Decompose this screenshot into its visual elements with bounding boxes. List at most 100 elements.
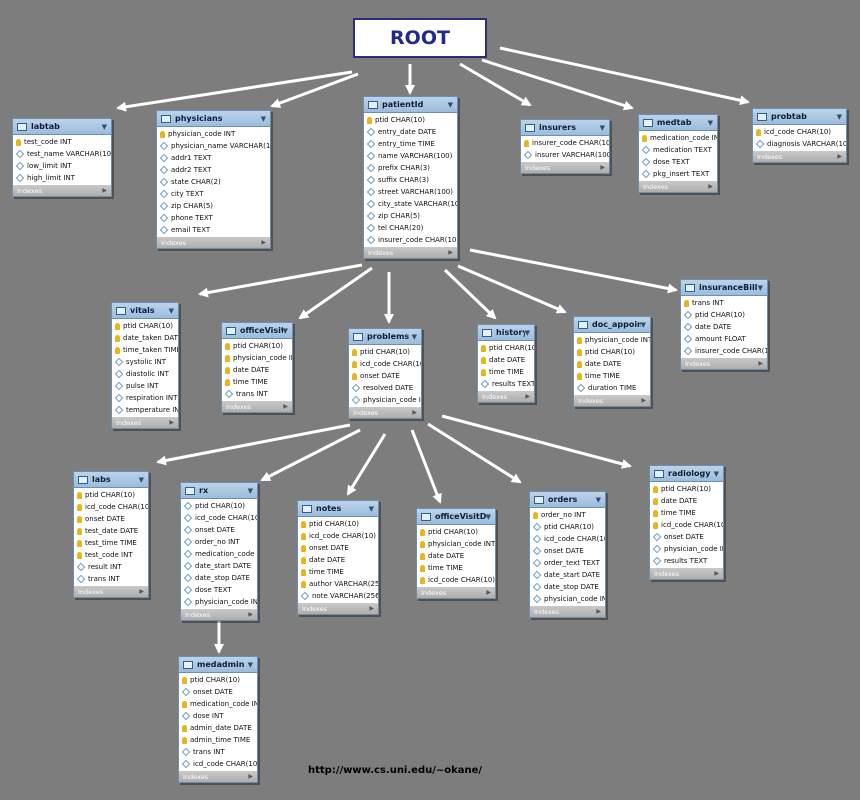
column-row[interactable]: ptid CHAR(10) (364, 114, 457, 126)
column-row[interactable]: time_taken TIME (112, 344, 178, 356)
indexes-footer[interactable]: Indexes▶ (639, 181, 717, 192)
expand-indexes-icon[interactable]: ▶ (283, 403, 288, 410)
column-row[interactable]: respiration INT (112, 392, 178, 404)
table-probtab[interactable]: probtab▼icd_code CHAR(10)diagnosis VARCH… (752, 108, 847, 163)
indexes-footer[interactable]: Indexes▶ (349, 407, 421, 418)
table-header[interactable]: physicians▼ (157, 111, 270, 127)
column-row[interactable]: physician_code INT (650, 543, 723, 555)
column-row[interactable]: note VARCHAR(256) (298, 590, 378, 602)
column-row[interactable]: trans INT (179, 746, 257, 758)
indexes-footer[interactable]: Indexes▶ (417, 587, 495, 598)
table-header[interactable]: doc_appoint▼ (574, 317, 650, 333)
column-row[interactable]: order_no INT (530, 509, 605, 521)
column-row[interactable]: time TIME (222, 376, 292, 388)
expand-indexes-icon[interactable]: ▶ (525, 393, 530, 400)
column-row[interactable]: medication_code INT (179, 698, 257, 710)
column-row[interactable]: systolic INT (112, 356, 178, 368)
table-insurers[interactable]: insurers▼insurer_code CHAR(10)insurer VA… (520, 119, 610, 174)
column-row[interactable]: onset DATE (530, 545, 605, 557)
column-row[interactable]: icd_code CHAR(10) (753, 126, 846, 138)
expand-arrow-icon[interactable]: ▼ (138, 475, 144, 484)
column-row[interactable]: insurer VARCHAR(100) (521, 149, 609, 161)
indexes-footer[interactable]: Indexes▶ (112, 417, 178, 428)
column-row[interactable]: date_start DATE (530, 569, 605, 581)
column-row[interactable]: dose TEXT (181, 584, 257, 596)
column-row[interactable]: physician_code INT (222, 352, 292, 364)
table-header[interactable]: insuranceBill▼ (681, 280, 767, 296)
column-row[interactable]: street VARCHAR(100) (364, 186, 457, 198)
column-row[interactable]: date_taken DATE (112, 332, 178, 344)
column-row[interactable]: amount FLOAT (681, 333, 767, 345)
table-notes[interactable]: notes▼ptid CHAR(10)icd_code CHAR(10)onse… (297, 500, 379, 615)
column-row[interactable]: time TIME (298, 566, 378, 578)
column-row[interactable]: ptid CHAR(10) (417, 526, 495, 538)
table-header[interactable]: labtab▼ (13, 119, 111, 135)
column-row[interactable]: prefix CHAR(3) (364, 162, 457, 174)
column-row[interactable]: ptid CHAR(10) (179, 674, 257, 686)
column-row[interactable]: time TIME (478, 366, 534, 378)
column-row[interactable]: entry_date DATE (364, 126, 457, 138)
expand-arrow-icon[interactable]: ▼ (485, 512, 491, 521)
source-url[interactable]: http://www.cs.uni.edu/~okane/ (308, 765, 483, 776)
column-row[interactable]: insurer_code CHAR(10) (521, 137, 609, 149)
table-header[interactable]: orders▼ (530, 492, 605, 508)
column-row[interactable]: state CHAR(2) (157, 176, 270, 188)
column-row[interactable]: physician_code INT (530, 593, 605, 605)
column-row[interactable]: date_stop DATE (530, 581, 605, 593)
column-row[interactable]: trans INT (222, 388, 292, 400)
column-row[interactable]: addr1 TEXT (157, 152, 270, 164)
expand-indexes-icon[interactable]: ▶ (758, 360, 763, 367)
column-row[interactable]: order_no INT (181, 536, 257, 548)
expand-arrow-icon[interactable]: ▼ (599, 123, 605, 132)
table-header[interactable]: labs▼ (74, 472, 148, 488)
column-row[interactable]: results TEXT (650, 555, 723, 567)
column-row[interactable]: ptid CHAR(10) (478, 342, 534, 354)
column-row[interactable]: date_start DATE (181, 560, 257, 572)
indexes-footer[interactable]: Indexes▶ (13, 185, 111, 196)
expand-indexes-icon[interactable]: ▶ (248, 611, 253, 618)
expand-arrow-icon[interactable]: ▼ (836, 112, 842, 121)
indexes-footer[interactable]: Indexes▶ (521, 162, 609, 173)
column-row[interactable]: time TIME (417, 562, 495, 574)
column-row[interactable]: suffix CHAR(3) (364, 174, 457, 186)
column-row[interactable]: trans INT (74, 573, 148, 585)
column-row[interactable]: icd_code CHAR(10) (179, 758, 257, 770)
column-row[interactable]: ptid CHAR(10) (681, 309, 767, 321)
table-header[interactable]: insurers▼ (521, 120, 609, 136)
column-row[interactable]: high_limit INT (13, 172, 111, 184)
column-row[interactable]: city TEXT (157, 188, 270, 200)
expand-indexes-icon[interactable]: ▶ (139, 588, 144, 595)
indexes-footer[interactable]: Indexes▶ (650, 568, 723, 579)
column-row[interactable]: onset DATE (181, 524, 257, 536)
column-row[interactable]: pkg_insert TEXT (639, 168, 717, 180)
expand-arrow-icon[interactable]: ▼ (447, 100, 453, 109)
indexes-footer[interactable]: Indexes▶ (681, 358, 767, 369)
column-row[interactable]: test_name VARCHAR(100) (13, 148, 111, 160)
expand-arrow-icon[interactable]: ▼ (640, 320, 646, 329)
expand-indexes-icon[interactable]: ▶ (448, 249, 453, 256)
table-header[interactable]: medadmin▼ (179, 657, 257, 673)
column-row[interactable]: ptid CHAR(10) (650, 483, 723, 495)
column-row[interactable]: onset DATE (298, 542, 378, 554)
expand-arrow-icon[interactable]: ▼ (713, 469, 719, 478)
indexes-footer[interactable]: Indexes▶ (179, 771, 257, 782)
indexes-footer[interactable]: Indexes▶ (574, 395, 650, 406)
column-row[interactable]: icd_code CHAR(10) (74, 501, 148, 513)
column-row[interactable]: onset DATE (74, 513, 148, 525)
column-row[interactable]: onset DATE (650, 531, 723, 543)
column-row[interactable]: onset DATE (179, 686, 257, 698)
expand-arrow-icon[interactable]: ▼ (282, 326, 288, 335)
expand-arrow-icon[interactable]: ▼ (260, 114, 266, 123)
expand-arrow-icon[interactable]: ▼ (368, 504, 374, 513)
table-header[interactable]: vitals▼ (112, 303, 178, 319)
column-row[interactable]: icd_code CHAR(10) (650, 519, 723, 531)
column-row[interactable]: temperature INT (112, 404, 178, 416)
column-row[interactable]: admin_date DATE (179, 722, 257, 734)
expand-indexes-icon[interactable]: ▶ (714, 570, 719, 577)
column-row[interactable]: date DATE (650, 495, 723, 507)
column-row[interactable]: order_text TEXT (530, 557, 605, 569)
